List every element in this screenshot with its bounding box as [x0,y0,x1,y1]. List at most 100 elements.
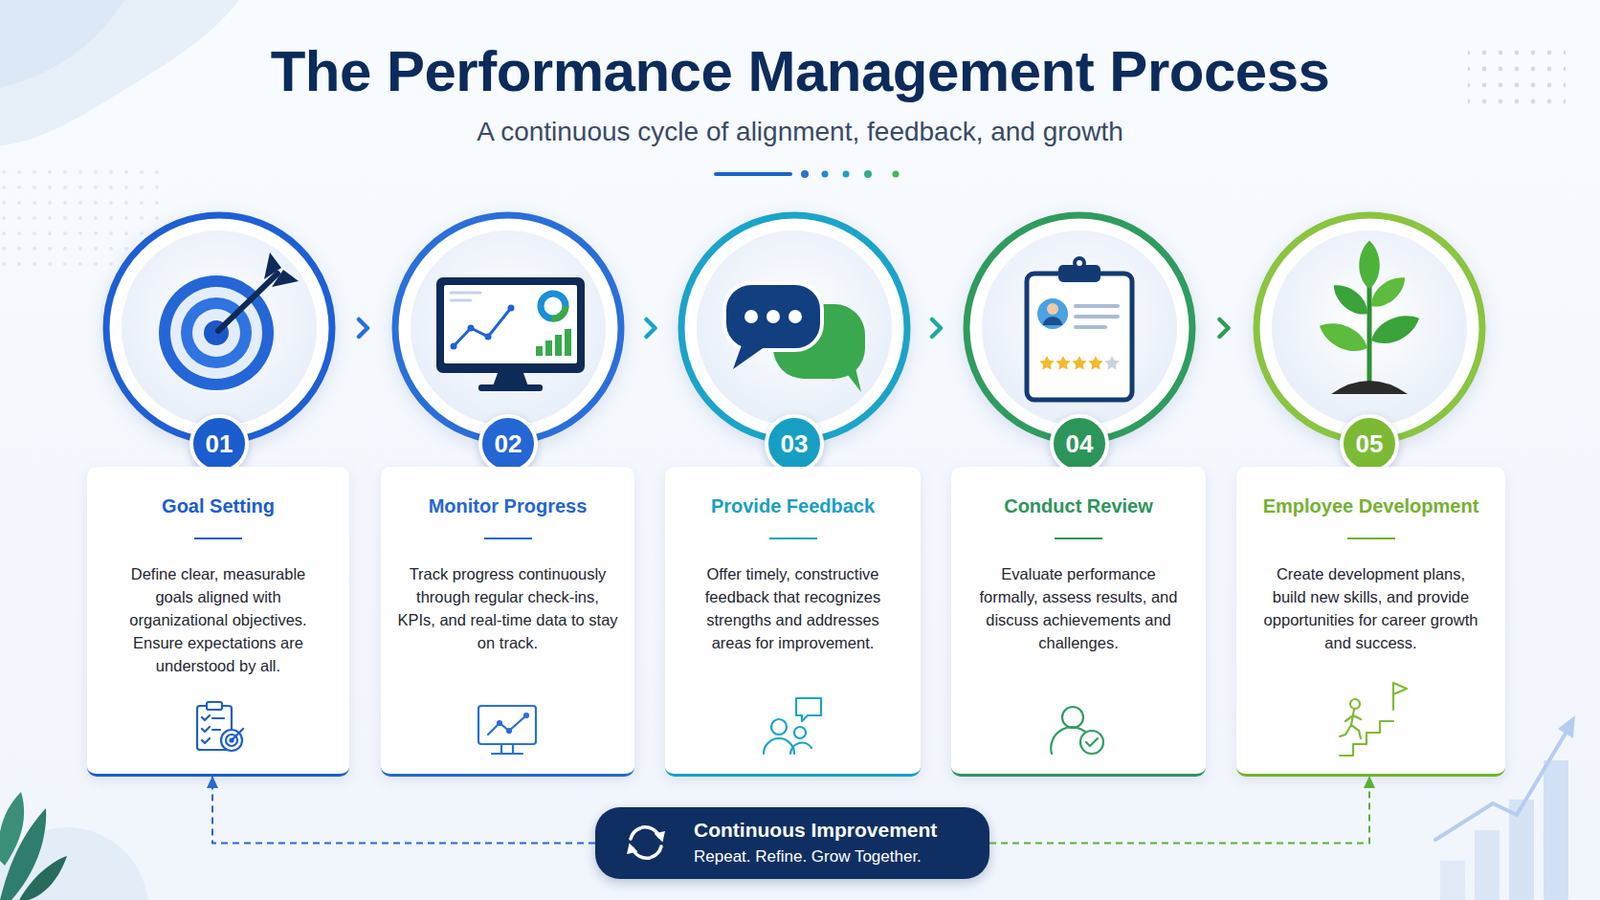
monitor-chart-icon-part [507,729,512,734]
growth-chart-decor-part [1440,861,1466,900]
circle-outline [677,211,912,445]
clipboard-icon-part [1104,355,1119,370]
monitor-icon-part [450,299,471,303]
corner-leaves-part [0,827,149,900]
clipboard-icon-part [1075,314,1118,319]
step-number: 04 [1066,429,1094,460]
card-heading: Provide Feedback [665,494,921,518]
corner-blob-part [0,0,125,89]
circle-outline [1252,211,1487,445]
target-icon-part [203,320,229,346]
people-talk-icon-part [794,727,806,739]
heading-rule [484,537,533,540]
heading-rule [769,537,818,540]
monitor-chart-icon-part [478,706,536,745]
plant-icon-part [1314,315,1373,359]
step-card: Employee DevelopmentCreate development p… [1236,466,1506,778]
step-circle: 01 [102,211,336,445]
monitor-chart-icon-part [497,721,502,726]
plant-icon-part [1366,308,1424,352]
divider-dots-part [892,171,900,178]
step-circle: 05 [1252,211,1487,445]
clipboard-icon-part [1046,303,1059,315]
plant-icon-part [1367,285,1373,388]
circle-ring [1256,215,1483,442]
card-heading: Conduct Review [951,494,1206,518]
circle-fill [981,230,1178,426]
clipboard-icon [1026,256,1133,400]
growth-chart-decor-part [1557,715,1576,739]
step-card: Provide FeedbackOffer timely, constructi… [665,466,921,778]
clipboard-icon-part [1075,325,1106,330]
circle-outline [962,211,1197,445]
loop-connector [212,777,596,845]
clipboard-icon-part [1088,355,1103,370]
monitor-icon-part [467,325,475,333]
target-icon [158,252,299,391]
divider-dots-part [843,171,850,178]
person-check-icon-part [1062,707,1084,729]
person-check-icon [1050,707,1104,755]
monitor-icon-part [450,291,481,295]
plant-icon-part [1331,380,1408,395]
pill-subtitle: Repeat. Refine. Grow Together. [693,846,990,868]
monitor-icon-part [508,305,515,312]
clipboard-icon-part [1055,355,1070,370]
target-icon-part [192,309,241,357]
chat-icon-part [766,310,780,324]
cycle-icon-part [630,828,641,840]
card-body: Create development plans, build new skil… [1260,562,1483,655]
chat-icon-part [724,283,823,351]
people-talk-icon [763,698,822,755]
plant-icon-part [1358,240,1379,289]
dot-grid [1467,44,1566,111]
step-number: 03 [780,429,809,460]
circle-outline [391,211,625,445]
number-badge: 03 [764,414,824,474]
stairs-climb-icon-part [1339,721,1394,756]
monitor-icon-part [444,285,578,364]
stairs-climb-icon-part [1339,710,1361,739]
clipboard-icon-part [1075,304,1118,309]
plant-icon-part [1365,270,1412,314]
step-chevron [911,327,963,330]
number-badge: 04 [1049,414,1110,474]
checklist-target-icon-part [230,739,234,743]
plant-icon-part [1327,278,1374,322]
chat-icon-part [840,359,862,393]
cycle-icon-part [627,844,637,854]
monitor-icon-part [450,343,458,351]
target-icon-part [158,275,274,391]
clipboard-icon-part [1037,298,1068,330]
circle-outline [102,211,336,445]
circle-ring [681,215,908,442]
monitor-icon [436,277,585,392]
step-chevron [624,327,678,330]
corner-blob [0,0,240,146]
step-circle: 02 [391,211,625,445]
person-check-icon-part [1050,727,1089,755]
growth-chart-decor-part [1543,760,1569,900]
heading-rule [1054,537,1103,540]
loop-connector [989,777,1370,845]
pill-title: Continuous Improvement [693,818,990,844]
target-icon-part [170,287,263,379]
card-body: Offer timely, constructive feedback that… [689,562,896,655]
corner-leaves-part [0,808,46,900]
clipboard-icon-part [1076,260,1083,267]
monitor-icon-part [478,384,543,392]
checklist-target-icon [197,702,244,752]
card-body: Define clear, measurable goals aligned w… [115,562,322,678]
monitor-icon-part [436,277,585,374]
clipboard-icon-part [1071,355,1087,370]
divider-dots-part [822,171,829,178]
target-icon-part [271,269,299,288]
cycle-icon-part [655,832,665,842]
corner-leaves [0,792,149,900]
circle-ring [395,215,622,442]
divider-dots-part [800,170,809,178]
checklist-target-icon-part [231,729,244,741]
monitor-icon-part [564,329,572,356]
heading-rule [1347,537,1396,540]
